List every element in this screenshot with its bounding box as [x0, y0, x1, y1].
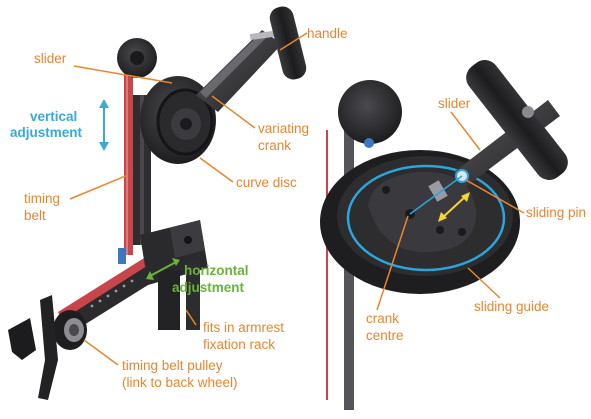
label-curve-disc: curve disc — [236, 175, 297, 190]
label-vertical-line2: adjustment — [10, 125, 83, 140]
left-assembly — [8, 6, 308, 400]
leader-handle — [279, 32, 308, 51]
variating-crank-arm — [196, 30, 282, 112]
leader-crank-centre — [376, 215, 409, 311]
timing-belt — [124, 70, 133, 255]
label-crank-centre-line1: crank — [366, 311, 400, 326]
leader-slider-right — [450, 111, 481, 151]
label-armrest-line2: fixation rack — [203, 337, 276, 352]
crank-radius-line — [409, 175, 463, 215]
label-slider-right: slider — [438, 96, 471, 111]
leader-variating-crank — [211, 95, 256, 129]
vertical-adjustment-arrow — [99, 99, 109, 151]
fixation-rack-post — [158, 270, 180, 330]
label-armrest-line1: fits in armrest — [203, 320, 285, 335]
label-timing-belt-line1: timing — [24, 191, 61, 206]
horizontal-belt — [58, 248, 164, 320]
label-handle: handle — [307, 26, 348, 41]
leader-sliding-guide — [467, 267, 501, 299]
leader-lines-left — [69, 32, 308, 366]
label-sliding-guide: sliding guide — [474, 299, 550, 314]
bottom-hook-back — [8, 318, 36, 360]
label-variating-line2: crank — [258, 138, 292, 153]
label-timing-belt-line2: belt — [24, 208, 46, 223]
sliding-range-arrow — [438, 192, 470, 222]
blue-pin — [118, 248, 126, 264]
label-horizontal-line2: adjustment — [172, 280, 245, 295]
bottom-hook-front — [38, 295, 58, 400]
label-pulley-line2: (link to back wheel) — [122, 375, 238, 390]
handle-shaft — [249, 29, 281, 41]
right-handle-grip — [466, 60, 568, 180]
leader-curve-disc — [199, 157, 234, 183]
label-slider-left: slider — [34, 51, 67, 66]
label-sliding-pin: sliding pin — [526, 205, 587, 220]
leader-sliding-pin — [465, 179, 525, 214]
leader-slider-left — [73, 65, 173, 84]
right-top-hub — [338, 80, 402, 144]
right-slider-block — [428, 180, 448, 202]
leader-timing-belt — [69, 174, 129, 200]
sliding-guide — [346, 164, 506, 272]
inner-recess — [368, 171, 477, 253]
horizontal-adjustment-arrow — [146, 258, 180, 280]
label-horizontal-line1: horizontal — [184, 263, 249, 278]
horizontal-frame-bar — [55, 255, 172, 335]
label-variating-line1: variating — [258, 121, 310, 136]
label-vertical-line1: vertical — [30, 109, 78, 124]
right-assembly — [320, 60, 568, 410]
leader-lines-right — [376, 111, 525, 311]
leader-pulley — [83, 339, 119, 366]
label-crank-centre-line2: centre — [366, 328, 404, 343]
handle-grip — [269, 6, 307, 80]
label-pulley-line1: timing belt pulley — [122, 358, 223, 373]
leader-armrest — [185, 309, 197, 326]
adjustment-holes — [90, 279, 134, 308]
